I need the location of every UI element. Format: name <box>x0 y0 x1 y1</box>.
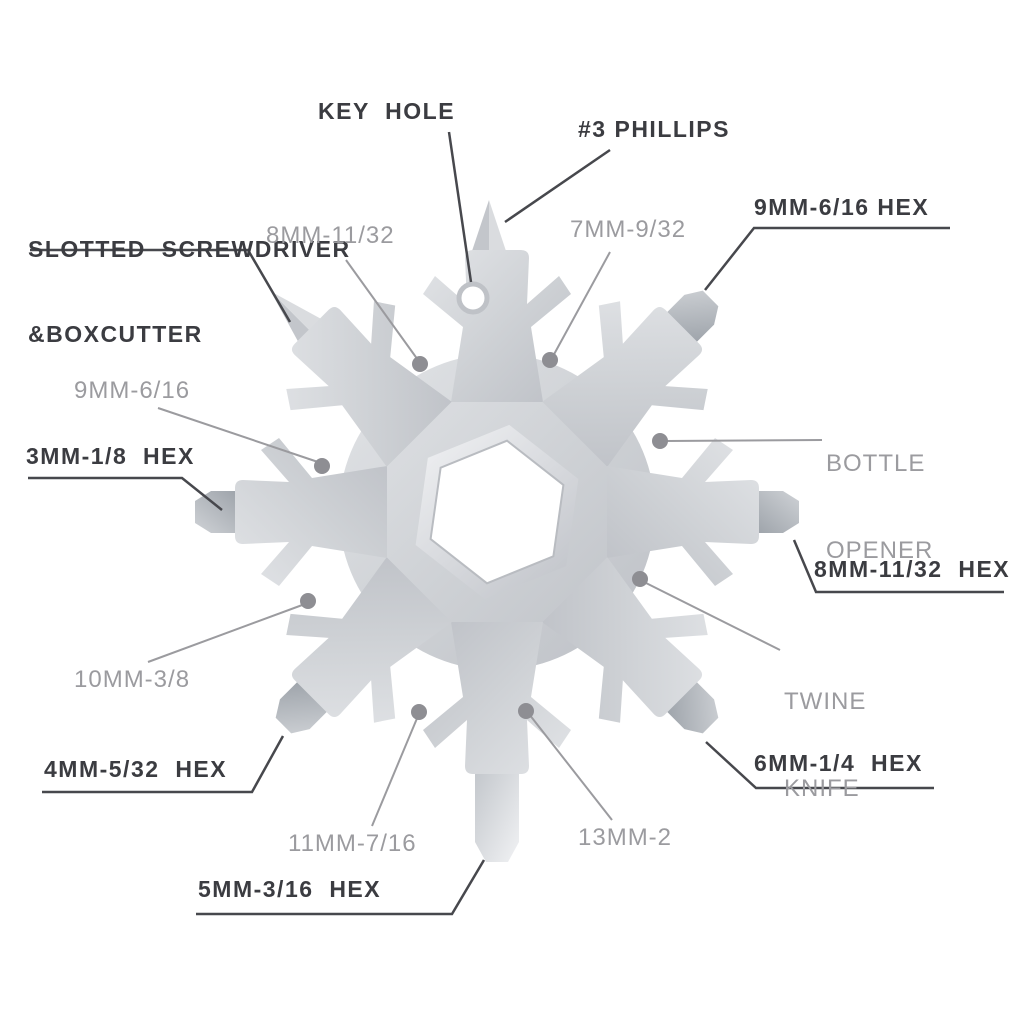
leader-twine-knife <box>643 581 781 651</box>
label-4mm-hex: 4MM-5/32 HEX <box>44 756 228 782</box>
leader-6mm-hex <box>705 741 934 790</box>
label-slotted-screwdriver: SLOTTED SCREWDRIVER &BOXCUTTER <box>28 236 351 347</box>
label-9mm-left: 9MM-6/16 <box>74 377 191 404</box>
label-8mm-hex-right: 8MM-11/32 HEX <box>814 556 1011 582</box>
label-key-hole: KEY HOLE <box>318 98 456 124</box>
phillips-tip-icon <box>467 200 511 266</box>
leader-4mm-hex <box>42 735 285 794</box>
label-twine-knife: TWINE KNIFE <box>784 688 867 802</box>
leader-9mm-hex-right <box>704 226 950 291</box>
label-11mm: 11MM-7/16 <box>288 830 417 857</box>
leader-lines-dark <box>28 131 1004 916</box>
label-6mm-hex: 6MM-1/4 HEX <box>754 750 923 776</box>
marker-dot-twine-knife <box>632 571 648 587</box>
leader-13mm <box>528 713 613 821</box>
leader-11mm <box>371 715 419 827</box>
label-13mm: 13MM-2 <box>578 824 673 851</box>
leader-8mm-11-32 <box>345 259 419 361</box>
center-hex-hole <box>415 424 579 600</box>
label-3mm-hex: 3MM-1/8 HEX <box>26 443 195 469</box>
label-10mm: 10MM-3/8 <box>74 666 191 693</box>
label-7mm-9-32: 7MM-9/32 <box>570 216 687 243</box>
label-phillips: #3 PHILLIPS <box>578 116 730 142</box>
leader-phillips <box>504 148 611 224</box>
marker-dot-8mm-11-32 <box>412 356 428 372</box>
leader-slotted-screwdriver <box>30 248 292 323</box>
bit-5mm-icon <box>475 768 519 862</box>
label-5mm-hex: 5MM-3/16 HEX <box>198 876 382 902</box>
label-bottle-opener: BOTTLE OPENER <box>826 450 934 564</box>
marker-dot-10mm <box>300 593 316 609</box>
leader-key-hole <box>447 131 473 283</box>
marker-dot-bottle-opener <box>652 433 668 449</box>
leader-5mm-hex <box>196 859 486 916</box>
leader-8mm-hex-right <box>792 539 1004 594</box>
marker-dots <box>300 352 668 720</box>
leader-lines-gray <box>147 251 823 827</box>
label-8mm-11-32: 8MM-11/32 <box>266 222 395 249</box>
marker-dot-11mm <box>411 704 427 720</box>
marker-dot-13mm <box>518 703 534 719</box>
snowflake-body <box>195 200 799 862</box>
leader-7mm-9-32 <box>551 251 611 359</box>
marker-dot-7mm-9-32 <box>542 352 558 368</box>
leader-bottle-opener <box>665 439 823 442</box>
leader-9mm-left <box>157 407 319 463</box>
leader-3mm-hex <box>28 476 223 511</box>
leader-10mm <box>147 603 306 663</box>
label-9mm-hex-right: 9MM-6/16 HEX <box>754 194 930 220</box>
marker-dot-9mm-left <box>314 458 330 474</box>
keyhole-icon <box>456 281 490 315</box>
